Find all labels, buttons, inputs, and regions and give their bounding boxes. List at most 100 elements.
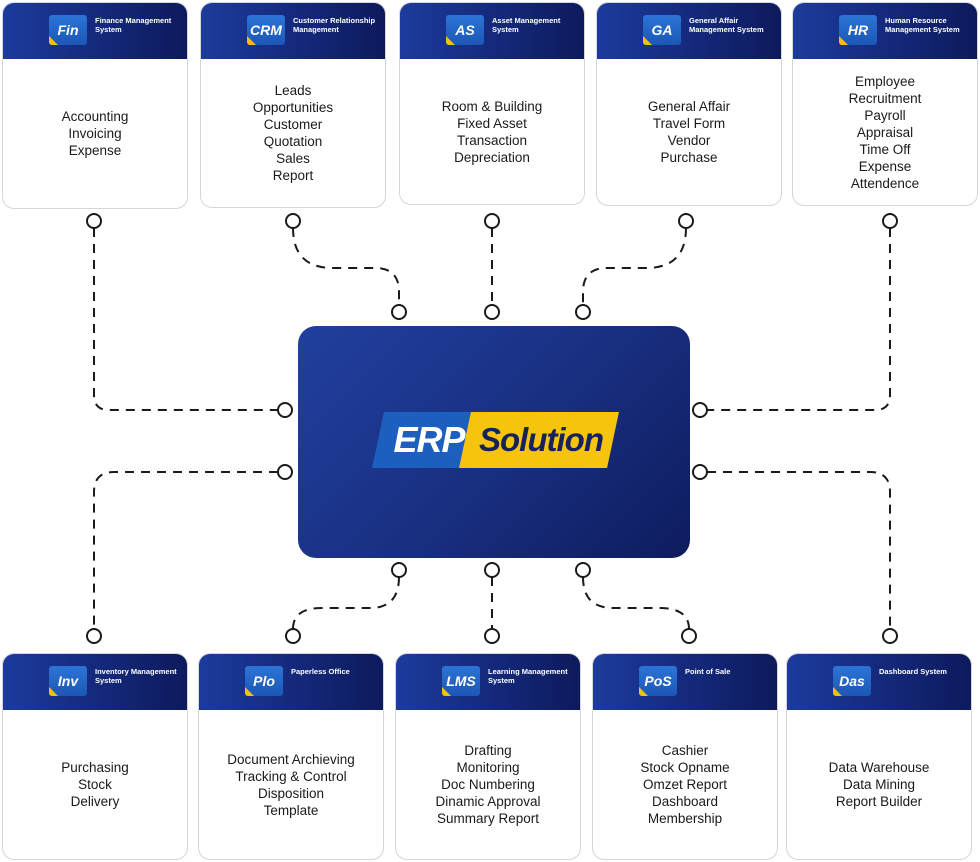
module-feature-item: Data Warehouse <box>828 760 930 775</box>
module-feature-item: Summary Report <box>436 811 540 826</box>
node-center-bottom-mid <box>484 562 500 578</box>
node-crm-top <box>285 213 301 229</box>
module-feature-item: Opportunities <box>252 100 334 115</box>
card-header: Plo Paperless Office <box>199 654 383 710</box>
module-feature-item: Expense <box>68 143 122 158</box>
node-lms-bottom <box>484 628 500 644</box>
module-feature-item: Travel Form <box>652 116 726 131</box>
module-feature-item: Delivery <box>70 794 120 809</box>
module-feature-item: Leads <box>274 83 312 98</box>
connector-hr <box>707 228 891 411</box>
erp-logo-text: ERP <box>393 419 465 460</box>
node-das-bottom <box>882 628 898 644</box>
module-system-name: Paperless Office <box>291 667 350 676</box>
module-feature-item: Recruitment <box>848 90 922 106</box>
module-feature-item: Monitoring <box>456 760 520 775</box>
module-feature-item: Invoicing <box>68 126 122 141</box>
node-center-right-lower <box>692 464 708 480</box>
connector-inv <box>93 471 278 629</box>
module-badge: Inv <box>49 666 87 696</box>
module-feature-item: Time Off <box>859 141 911 157</box>
module-system-name: Asset Management System <box>492 16 561 34</box>
module-system-name: Customer Relationship Management <box>293 16 376 34</box>
module-feature-item: Data Mining <box>842 777 916 792</box>
module-feature-item: Dinamic Approval <box>435 794 541 809</box>
node-plo-bottom <box>285 628 301 644</box>
module-feature-item: Fixed Asset <box>457 115 527 131</box>
card-header: PoS Point of Sale <box>593 654 777 710</box>
node-as-top <box>484 213 500 229</box>
module-feature-item: Customer <box>263 117 323 132</box>
connector-crm <box>292 227 400 305</box>
node-center-top-mid <box>484 304 500 320</box>
module-system-name: Human Resource Management System <box>885 16 960 34</box>
module-feature-item: Dashboard <box>651 794 719 809</box>
node-ga-top <box>678 213 694 229</box>
module-feature-item: Transaction <box>456 132 528 148</box>
module-feature-item: Purchasing <box>61 760 129 775</box>
card-header: LMS Learning Management System <box>396 654 580 710</box>
module-system-name: Inventory Management System <box>95 667 177 685</box>
module-feature-item: Doc Numbering <box>441 777 535 792</box>
module-feature-item: Disposition <box>257 785 325 801</box>
module-feature-item: General Affair <box>647 99 731 114</box>
module-feature-item: Attendence <box>850 175 920 191</box>
node-center-bottom-right <box>575 562 591 578</box>
module-feature-item: Expense <box>858 158 912 174</box>
module-badge: LMS <box>442 666 480 696</box>
module-feature-item: Membership <box>647 811 723 826</box>
module-feature-item: Vendor <box>667 133 711 148</box>
module-feature-item: Stock <box>78 777 112 792</box>
module-feature-item: Stock Opname <box>640 760 730 775</box>
module-system-name: Learning Management System <box>488 667 568 685</box>
module-feature-item: Report Builder <box>835 794 923 809</box>
connector-fin <box>93 228 278 411</box>
node-center-left-upper <box>277 402 293 418</box>
node-center-right-upper <box>692 402 708 418</box>
node-fin-top <box>86 213 102 229</box>
module-feature-item: Employee <box>854 73 916 89</box>
card-header: Inv Inventory Management System <box>3 654 187 710</box>
module-feature-item: Depreciation <box>454 149 530 165</box>
module-feature-item: Omzet Report <box>642 777 728 792</box>
module-feature-item: Room & Building <box>441 98 543 114</box>
module-badge: Das <box>833 666 871 696</box>
module-badge: HR <box>839 15 877 45</box>
module-badge: Plo <box>245 666 283 696</box>
module-feature-item: Template <box>263 802 319 818</box>
module-feature-item: Appraisal <box>856 124 914 140</box>
module-badge: GA <box>643 15 681 45</box>
module-feature-item: Quotation <box>263 134 323 149</box>
module-badge: PoS <box>639 666 677 696</box>
module-feature-item: Drafting <box>464 743 512 758</box>
node-pos-bottom <box>681 628 697 644</box>
module-system-name: Point of Sale <box>685 667 731 676</box>
module-feature-item: Payroll <box>864 107 906 123</box>
module-feature-item: Tracking & Control <box>235 768 347 784</box>
solution-logo-text: Solution <box>479 421 604 458</box>
node-center-top-left <box>391 304 407 320</box>
module-feature-item: Cashier <box>661 743 709 758</box>
